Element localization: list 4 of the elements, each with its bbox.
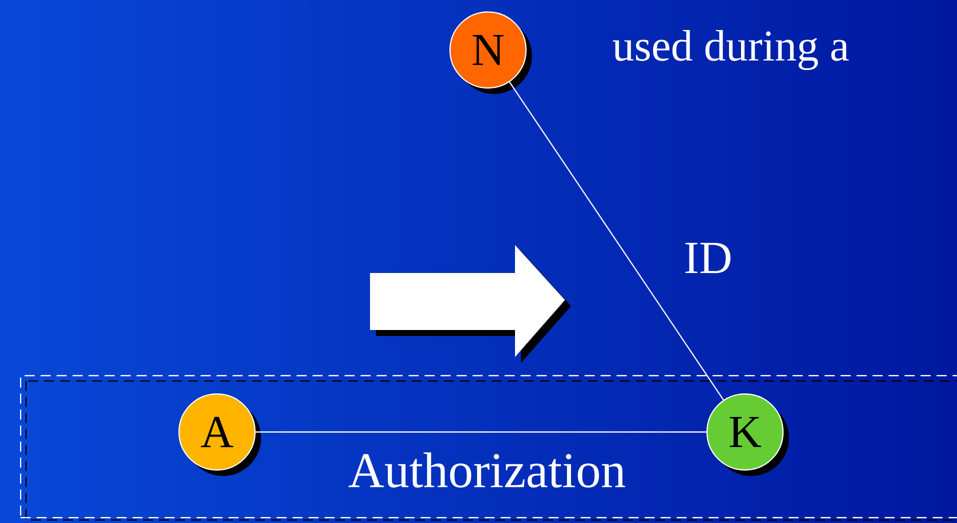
text-label: used during a (612, 30, 849, 70)
text-label: ID (685, 242, 730, 274)
connector-line (509, 82, 724, 400)
connector-line (256, 431, 706, 433)
